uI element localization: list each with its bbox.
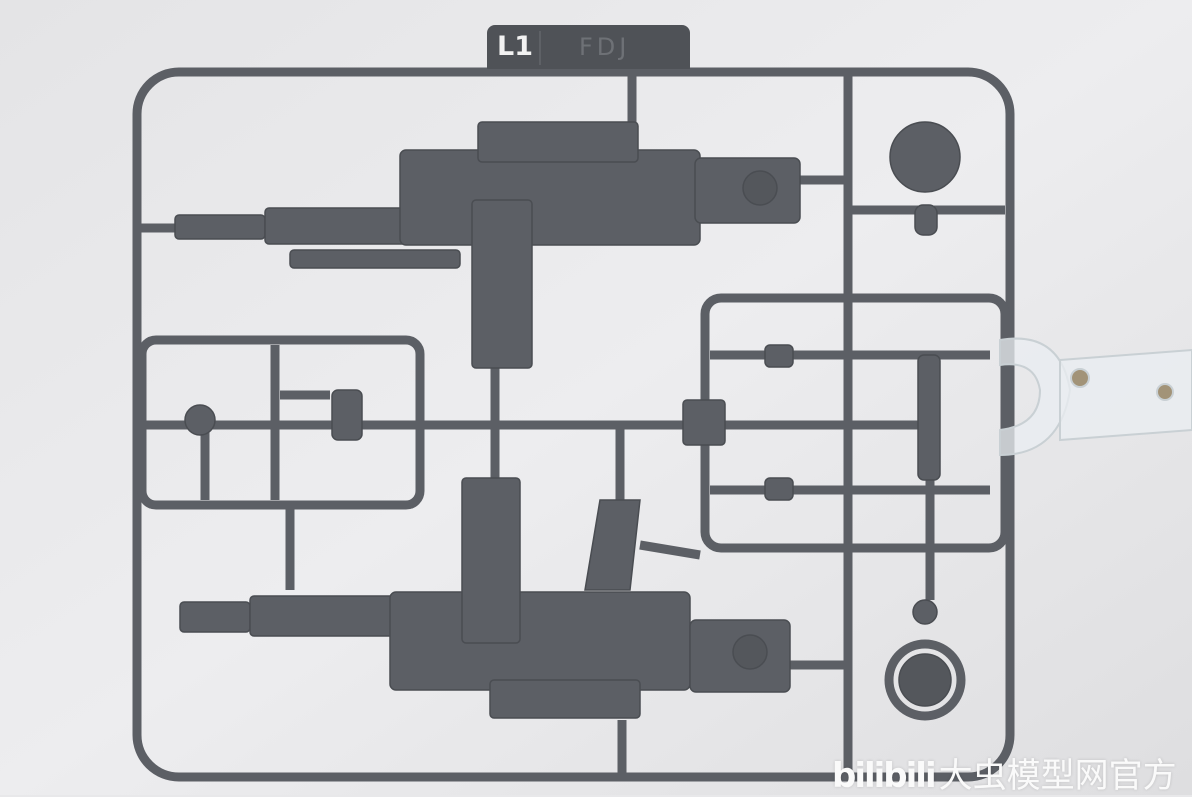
- lower-rifle-part: [179, 477, 791, 719]
- watermark-text: 大虫模型网官方: [938, 756, 1177, 796]
- runner-maker: FDJ: [579, 33, 631, 61]
- bilibili-logo: bilibili: [832, 756, 937, 796]
- clear-part: [999, 337, 1192, 457]
- runner-code: L1: [497, 31, 533, 62]
- runner-frame: [132, 67, 1015, 782]
- small-parts: [184, 121, 966, 721]
- tag-divider: [539, 31, 541, 65]
- runner-tag: L1 FDJ: [487, 25, 690, 69]
- upper-rifle-part: [174, 121, 801, 369]
